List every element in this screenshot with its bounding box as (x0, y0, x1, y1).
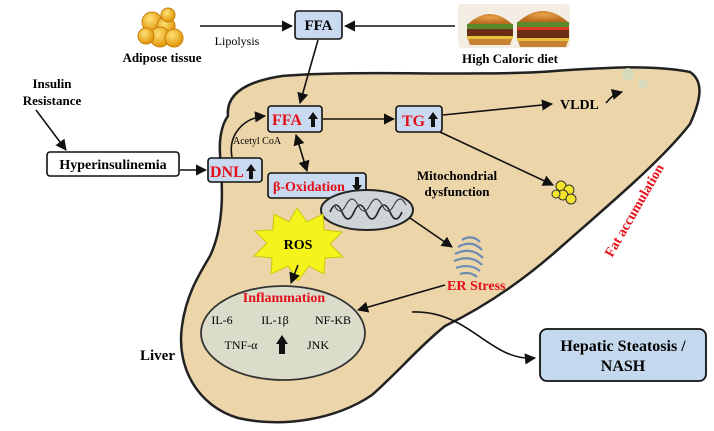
dnl-box (207, 157, 263, 183)
lipolysis-label: Lipolysis (215, 34, 260, 48)
hepatic-label-2: NASH (601, 358, 646, 375)
ros-label: ROS (284, 238, 313, 253)
tg-box (395, 105, 443, 133)
cytokine-tnfa: TNF-α (225, 338, 259, 352)
insulin-label-1: Insulin (32, 76, 72, 91)
arrow-tg-fat (439, 131, 555, 186)
arrow-ffa-down (297, 39, 319, 105)
mito-label-2: dysfunction (424, 184, 490, 199)
beta-oxidation-box (267, 172, 367, 199)
ffa-top-label: FFA (304, 18, 332, 34)
arrow-er-inflam (356, 284, 446, 313)
cytokine-nfkb: NF-KB (315, 313, 351, 327)
up-arrow-icon (428, 112, 438, 127)
arrow-mito-er (409, 217, 453, 248)
ffa-top-box (294, 10, 343, 40)
hepatic-steatosis-box (539, 328, 707, 382)
er-icon (453, 236, 484, 278)
arrow-ros-inflam (289, 264, 300, 285)
insulin-label-2: Resistance (23, 93, 82, 108)
mitochondrion-icon (320, 189, 414, 231)
beta-oxidation-label: β-Oxidation (273, 180, 345, 195)
vldl-label: VLDL (560, 98, 599, 113)
up-arrow-icon (308, 112, 318, 127)
liver-label: Liver (140, 348, 175, 364)
vldl-particles-icon (622, 68, 648, 89)
ffa-liver-box (267, 105, 323, 133)
inflammation-label: Inflammation (243, 291, 326, 306)
dnl-label: DNL (210, 164, 244, 181)
fat-droplets-icon (551, 180, 577, 205)
hyperinsulinemia-label: Hyperinsulinemia (59, 158, 166, 173)
arrow-tg-vldl (442, 99, 554, 116)
diet-label: High Caloric diet (462, 51, 559, 66)
tg-label: TG (402, 113, 426, 130)
arrow-vldl-out (605, 89, 624, 104)
cytokine-il1b: IL-1β (261, 313, 288, 327)
up-arrow-icon (246, 164, 256, 179)
arrow-ffa-betaox (293, 133, 310, 173)
acetyl-label: Acetyl CoA (233, 136, 282, 147)
adipose-cells-icon (137, 7, 184, 48)
burger-icon (458, 4, 570, 48)
down-arrow-icon (352, 177, 362, 192)
arrow-to-hepatic (411, 311, 537, 365)
ffa-liver-label: FFA (272, 112, 302, 129)
adipose-label: Adipose tissue (122, 50, 201, 65)
er-stress-label: ER Stress (447, 279, 506, 294)
arrow-dnl-ffa (230, 111, 267, 158)
hepatic-label-1: Hepatic Steatosis / (560, 338, 686, 355)
up-arrow-icon (276, 335, 288, 354)
cytokine-il6: IL-6 (211, 313, 232, 327)
mito-label-1: Mitochondrial (417, 168, 498, 183)
hyperinsulinemia-box (46, 151, 180, 177)
arrow-insulin-hyper (35, 109, 67, 151)
inflammation-ellipse (200, 285, 366, 381)
cytokine-jnk: JNK (307, 338, 329, 352)
